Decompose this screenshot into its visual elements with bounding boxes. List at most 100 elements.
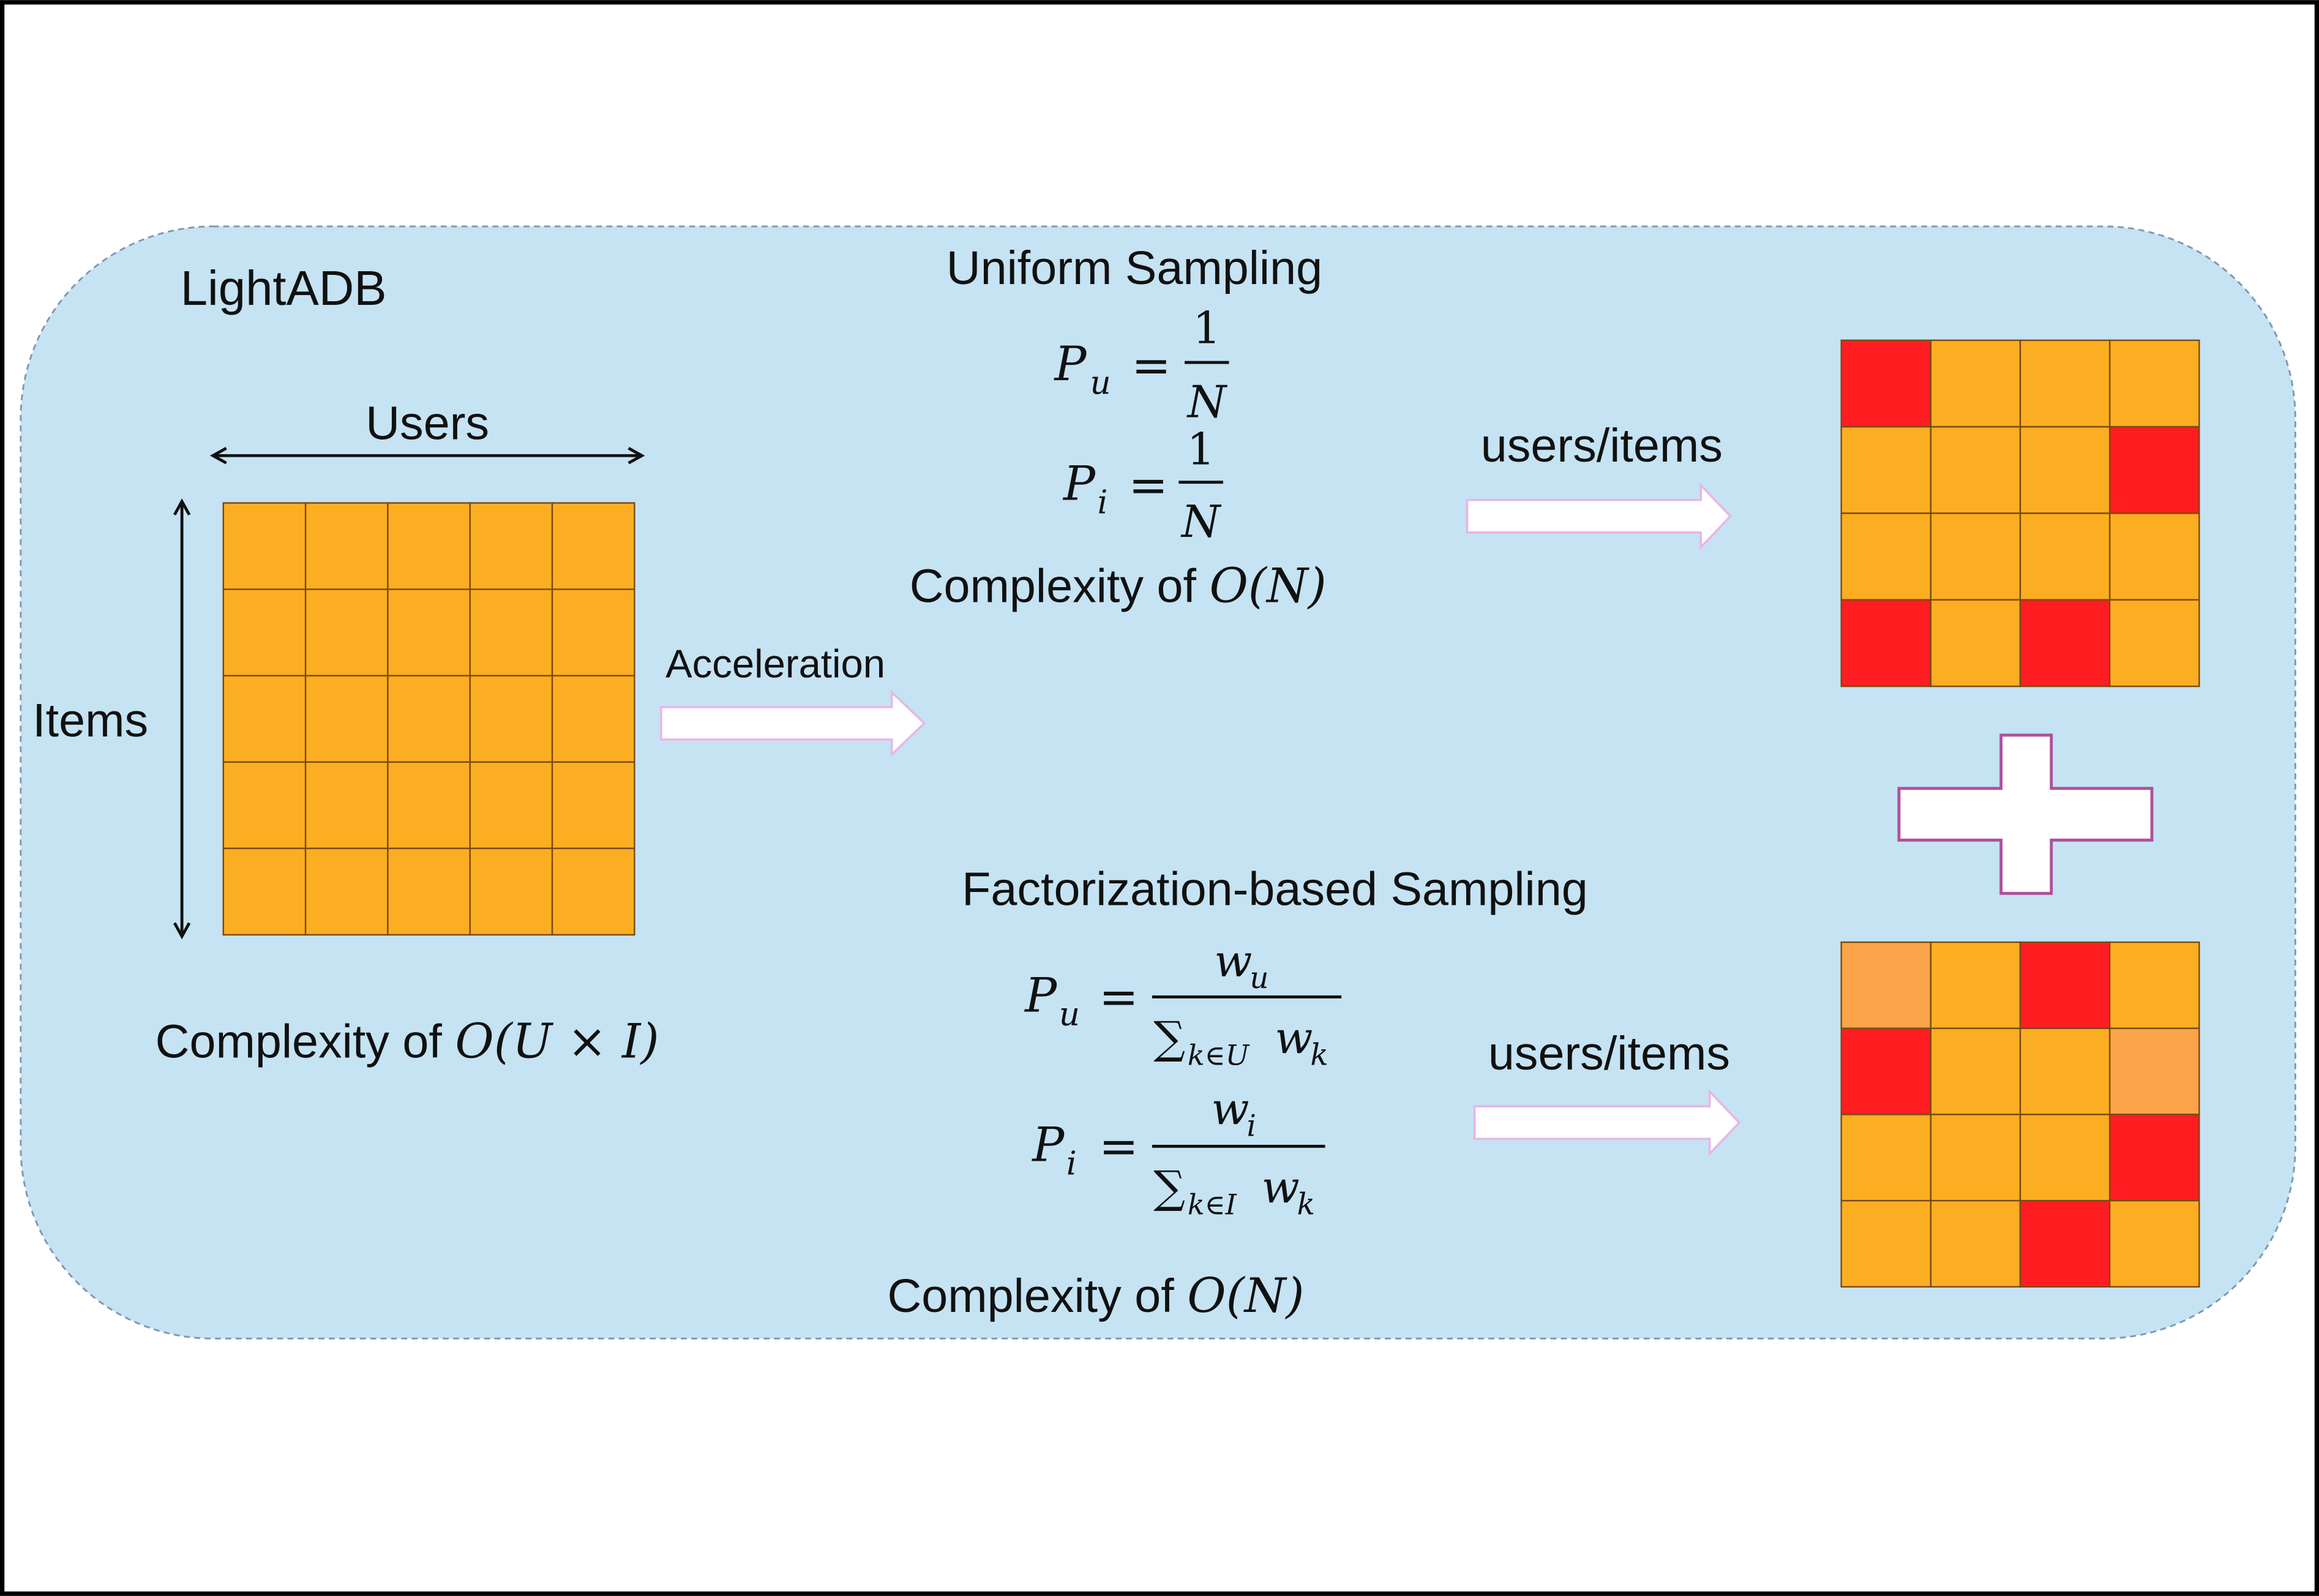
matrix-cell <box>469 675 553 763</box>
matrix-cell <box>2108 941 2200 1029</box>
svg-text:∑: ∑ <box>1153 1013 1185 1064</box>
svg-text:w: w <box>1212 1084 1249 1135</box>
svg-text:∑: ∑ <box>1153 1162 1185 1213</box>
factorization-arrow <box>1473 1088 1741 1157</box>
matrix-cell <box>222 761 307 850</box>
matrix-cell <box>2108 1027 2200 1115</box>
svg-text:P: P <box>1024 968 1058 1024</box>
svg-text:N: N <box>1186 377 1228 428</box>
matrix-cell <box>1840 1027 1932 1115</box>
factorization-complexity: Complexity of O(N) <box>887 1268 1304 1324</box>
matrix-cell <box>469 502 553 590</box>
acceleration-arrow <box>660 689 926 757</box>
matrix-cell <box>304 847 389 936</box>
svg-text:w: w <box>1214 936 1252 987</box>
matrix-cell <box>1930 512 2021 601</box>
matrix-cell <box>2019 512 2111 601</box>
matrix-cell <box>222 502 307 590</box>
matrix-cell <box>2108 599 2200 687</box>
users-axis-arrow <box>209 447 645 465</box>
matrix-cell <box>2108 1114 2200 1202</box>
uniform-title: Uniform Sampling <box>946 242 1322 294</box>
matrix-cell <box>1930 339 2021 428</box>
matrix-cell <box>551 675 635 763</box>
svg-text:i: i <box>1247 1109 1256 1144</box>
svg-text:1: 1 <box>1187 424 1215 476</box>
svg-text:=: = <box>1099 970 1139 1025</box>
users-label: Users <box>365 397 489 450</box>
matrix-cell <box>1840 1199 1932 1288</box>
svg-text:u: u <box>1090 364 1111 402</box>
svg-text:k: k <box>1310 1038 1328 1073</box>
matrix-cell <box>222 588 307 676</box>
uniform-complexity: Complexity of O(N) <box>910 558 1327 613</box>
matrix-cell <box>2108 339 2200 428</box>
svg-text:=: = <box>1099 1119 1139 1174</box>
factorization-arrow-label: users/items <box>1488 1027 1730 1080</box>
svg-text:N: N <box>1180 496 1222 548</box>
svg-text:P: P <box>1062 457 1096 512</box>
matrix-cell <box>304 675 389 763</box>
matrix-cell <box>2108 512 2200 601</box>
matrix-cell <box>2019 599 2111 687</box>
svg-text:P: P <box>1031 1118 1065 1173</box>
matrix-cell <box>304 588 389 676</box>
matrix-cell <box>1930 1027 2021 1115</box>
matrix-cell <box>469 847 553 936</box>
items-label: Items <box>32 694 148 747</box>
matrix-cell <box>2019 941 2111 1029</box>
matrix-cell <box>222 675 307 763</box>
svg-text:=: = <box>1128 458 1168 513</box>
factorization-sampled-matrix <box>1840 941 2200 1288</box>
svg-text:P: P <box>1053 337 1087 392</box>
matrix-cell <box>2019 425 2111 514</box>
matrix-cell <box>469 588 553 676</box>
svg-text:i: i <box>1098 483 1108 521</box>
matrix-cell <box>1930 599 2021 687</box>
svg-text:w: w <box>1262 1162 1300 1213</box>
matrix-cell <box>387 761 471 850</box>
matrix-cell <box>387 675 471 763</box>
matrix-cell <box>222 847 307 936</box>
matrix-cell <box>1840 941 1932 1029</box>
svg-text:u: u <box>1059 995 1080 1033</box>
factorization-pi-formula: P i = w i ∑ k∈I w k <box>1031 1084 1325 1222</box>
svg-text:k∈U: k∈U <box>1188 1039 1250 1072</box>
matrix-cell <box>469 761 553 850</box>
matrix-cell <box>304 502 389 590</box>
matrix-cell <box>551 761 635 850</box>
uniform-sampled-matrix <box>1840 339 2200 687</box>
matrix-cell <box>1840 425 1932 514</box>
svg-text:w: w <box>1275 1013 1313 1064</box>
factorization-title: Factorization-based Sampling <box>962 863 1588 916</box>
left-complexity: Complexity of O(U × I) <box>155 1014 659 1069</box>
svg-text:1: 1 <box>1193 303 1221 354</box>
matrix-cell <box>551 588 635 676</box>
matrix-cell <box>387 847 471 936</box>
matrix-cell <box>2019 1114 2111 1202</box>
uniform-arrow <box>1466 482 1733 550</box>
user-item-matrix <box>222 502 635 936</box>
svg-text:=: = <box>1131 338 1171 393</box>
matrix-cell <box>1840 512 1932 601</box>
items-axis-arrow <box>173 498 191 940</box>
matrix-cell <box>1840 599 1932 687</box>
svg-text:k∈I: k∈I <box>1188 1188 1237 1221</box>
svg-text:k: k <box>1297 1188 1315 1222</box>
panel-title: LightADB <box>181 261 387 315</box>
matrix-cell <box>1930 1114 2021 1202</box>
acceleration-label: Acceleration <box>665 642 885 686</box>
matrix-cell <box>2108 1199 2200 1288</box>
matrix-cell <box>551 502 635 590</box>
uniform-pu-formula: P u = 1 N <box>1053 303 1229 428</box>
matrix-cell <box>1930 1199 2021 1288</box>
svg-text:u: u <box>1249 961 1268 995</box>
matrix-cell <box>2108 425 2200 514</box>
matrix-cell <box>387 502 471 590</box>
matrix-cell <box>1840 1114 1932 1202</box>
matrix-cell <box>2019 339 2111 428</box>
matrix-cell <box>1930 941 2021 1029</box>
matrix-cell <box>1840 339 1932 428</box>
svg-text:i: i <box>1066 1144 1077 1182</box>
matrix-cell <box>1930 425 2021 514</box>
